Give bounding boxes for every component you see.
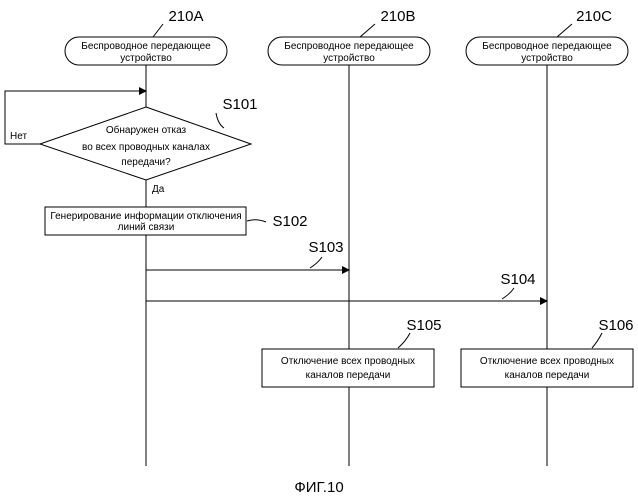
step-code-leader-s105 [398, 333, 410, 348]
device-label-line1-210c: Беспроводное передающее [482, 41, 612, 52]
decision-s101-line2: во всех проводных каналах [82, 142, 210, 153]
step-code-leader-s102 [247, 220, 266, 222]
device-id-210c: 210C [576, 8, 612, 25]
decision-s101-line3: передачи? [121, 157, 171, 168]
step-code-s105: S105 [406, 317, 441, 334]
step-code-s106: S106 [598, 317, 633, 334]
decision-s101-line1: Обнаружен отказ [106, 124, 187, 136]
branch-label-yes: Да [152, 184, 165, 195]
device-id-210a: 210A [168, 8, 203, 25]
device-label-line2-210c: устройство [521, 53, 573, 64]
step-code-leader-s104 [502, 288, 514, 299]
process-s106-line2: каналов передачи [505, 370, 590, 381]
message-s103: S103 [146, 239, 349, 270]
device-label-line1-210b: Беспроводное передающее [284, 41, 414, 52]
process-s105-line2: каналов передачи [306, 370, 391, 381]
figure-caption: ФИГ.10 [294, 479, 343, 496]
device-210b: 210B Беспроводное передающее устройство [268, 8, 430, 65]
step-code-s101: S101 [222, 96, 257, 113]
device-label-line2-210a: устройство [120, 53, 172, 64]
step-code-s104: S104 [500, 271, 535, 288]
process-s102: Генерирование информации отключения лини… [45, 207, 308, 235]
step-code-s103: S103 [308, 239, 343, 256]
device-label-line2-210b: устройство [323, 53, 375, 64]
step-code-leader-s106 [592, 333, 602, 348]
process-s106-line1: Отключение всех проводных [480, 356, 614, 367]
step-code-leader-s101 [216, 113, 224, 128]
device-id-leader-210a [153, 24, 163, 37]
step-code-s102: S102 [272, 213, 307, 230]
decision-s101: Обнаружен отказ во всех проводных канала… [5, 91, 258, 195]
step-code-leader-s103 [310, 257, 322, 268]
process-s105: Отключение всех проводных каналов переда… [262, 317, 442, 387]
branch-label-no: Нет [10, 131, 27, 142]
process-s105-line1: Отключение всех проводных [281, 356, 415, 367]
process-box-s105 [262, 349, 434, 387]
process-box-s106 [461, 349, 633, 387]
device-210a: 210A Беспроводное передающее устройство [65, 8, 227, 65]
device-id-210b: 210B [380, 8, 415, 25]
message-s104: S104 [146, 271, 547, 301]
device-label-line1-210a: Беспроводное передающее [81, 41, 211, 52]
process-s102-line1: Генерирование информации отключения [50, 210, 241, 222]
device-id-leader-210b [360, 24, 375, 37]
process-s102-line2: линий связи [118, 222, 175, 233]
device-210c: 210C Беспроводное передающее устройство [466, 8, 628, 65]
device-id-leader-210c [557, 24, 572, 37]
